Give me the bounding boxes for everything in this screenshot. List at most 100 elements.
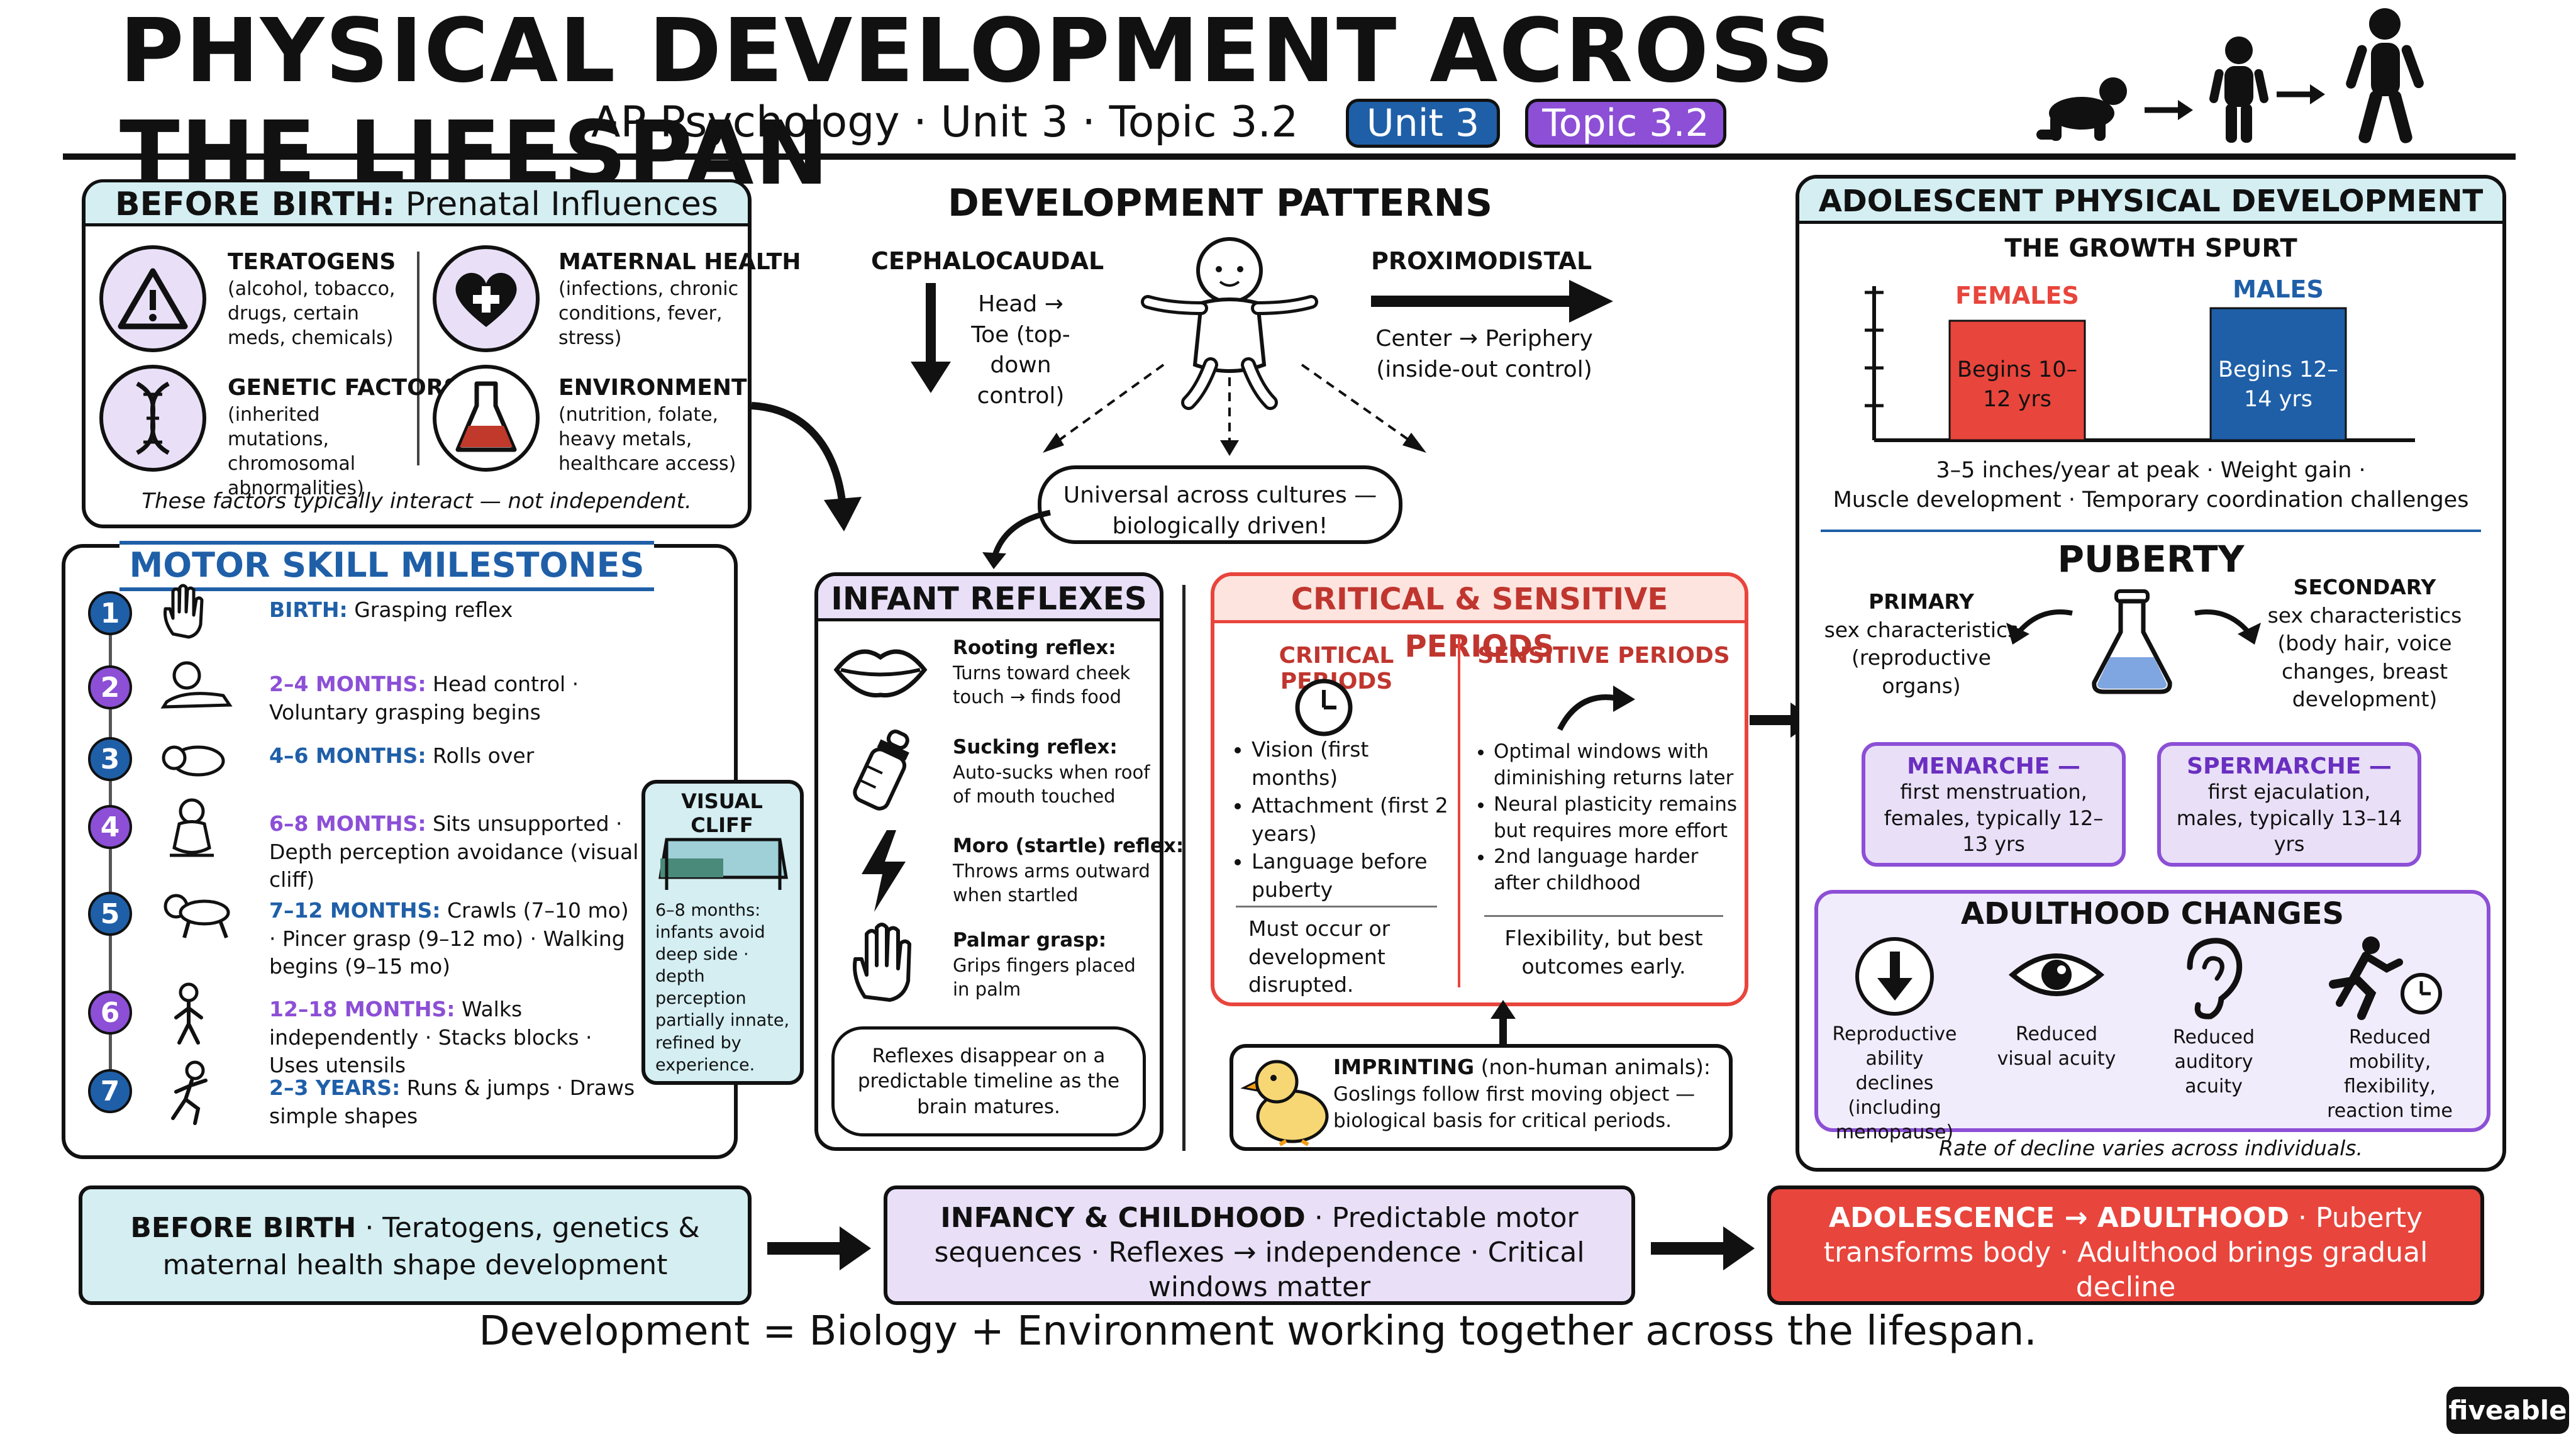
cephalocaudal-desc: Head → Toe (top-down control) bbox=[971, 291, 1070, 409]
rooting-name: Rooting reflex: bbox=[953, 636, 1116, 659]
males-bar-label: Begins 12–14 yrs bbox=[2218, 357, 2339, 413]
clock-icon bbox=[1295, 679, 1353, 736]
males-label: MALES bbox=[2233, 275, 2324, 303]
motor-section bbox=[62, 544, 738, 1159]
critical-list: Vision (first months) Attachment (first … bbox=[1226, 736, 1453, 904]
secondary-bold: SECONDARY bbox=[2293, 575, 2436, 599]
ear-icon bbox=[2187, 938, 2243, 1019]
brand-logo: fiveable bbox=[2446, 1387, 2569, 1434]
runner-clock-icon bbox=[2329, 936, 2442, 1020]
critical-item: Vision (first months) bbox=[1252, 736, 1453, 792]
sensitive-sep bbox=[1484, 915, 1723, 917]
dna-icon bbox=[136, 381, 170, 455]
critical-item: Attachment (first 2 years) bbox=[1252, 792, 1453, 848]
adult-note: Rate of decline varies across individual… bbox=[1939, 1136, 2363, 1160]
puberty-flask-icon bbox=[2092, 589, 2172, 694]
milestone-desc: Sits unsupported · Depth perception avoi… bbox=[269, 811, 639, 892]
menarche-desc: first menstruation, females, typically 1… bbox=[1884, 780, 2104, 857]
milestone-text: 4–6 MONTHS: Rolls over bbox=[269, 742, 640, 770]
teratogens-desc: (alcohol, tobacco, drugs, certain meds, … bbox=[228, 278, 396, 349]
right-arrow-icon bbox=[1371, 280, 1613, 323]
males-bar bbox=[2209, 307, 2347, 441]
milestone-age: 2–3 YEARS: bbox=[269, 1075, 401, 1100]
duckling-icon bbox=[1240, 1060, 1329, 1146]
reflexes-note: Reflexes disappear on a predictable time… bbox=[831, 1026, 1146, 1136]
adulthood-title: ADULTHOOD CHANGES bbox=[1960, 896, 2345, 931]
header-divider bbox=[63, 153, 2516, 160]
toddler-icon bbox=[2209, 36, 2268, 143]
females-bar bbox=[1948, 319, 2086, 441]
teratogens-icon-circle bbox=[99, 245, 206, 352]
milestone-number: 3 bbox=[88, 737, 132, 781]
primary-chars: PRIMARY sex characteristics (reproductiv… bbox=[1824, 588, 2019, 700]
imprinting-title: IMPRINTING (non-human animals): bbox=[1333, 1053, 1729, 1082]
down-arrow-icon bbox=[911, 283, 951, 393]
milestone-age: 7–12 MONTHS: bbox=[269, 898, 441, 923]
sensitive-note: Flexibility, but best outcomes early. bbox=[1504, 926, 1703, 979]
milestone-number: 5 bbox=[88, 892, 132, 936]
topic-badge: Topic 3.2 bbox=[1525, 99, 1726, 148]
unit-badge: Unit 3 bbox=[1346, 99, 1500, 148]
milestone-desc: Runs & jumps · Draws simple shapes bbox=[269, 1075, 635, 1128]
visual-cliff-title: VISUAL CLIFF bbox=[681, 789, 763, 837]
curved-arrow-icon bbox=[751, 402, 862, 531]
environment-icon-circle bbox=[433, 365, 540, 472]
milestone-age: 6–8 MONTHS: bbox=[269, 811, 426, 836]
adolescent-sep bbox=[1821, 530, 2481, 532]
bubble-arrow-icon bbox=[982, 509, 1051, 569]
crawling-baby-icon bbox=[2036, 77, 2127, 141]
adult-reproductive: Reproductive ability declines (including… bbox=[1832, 1023, 1957, 1143]
teratogens-title: TERATOGENS bbox=[228, 249, 396, 275]
bottle-icon bbox=[853, 730, 909, 811]
reproductive-icon-circle bbox=[1855, 937, 1934, 1016]
lips-icon bbox=[833, 649, 928, 697]
moro-name: Moro (startle) reflex: bbox=[953, 835, 1184, 857]
critical-section bbox=[1211, 572, 1748, 1006]
visual-cliff-text: 6–8 months: infants avoid deep side · de… bbox=[655, 901, 790, 1075]
milestone-age: 2–4 MONTHS: bbox=[269, 672, 426, 696]
growth-note-1: 3–5 inches/year at peak · Weight gain · bbox=[1936, 458, 2366, 483]
rooting-desc: Turns toward cheek touch → finds food bbox=[953, 662, 1131, 708]
prenatal-section bbox=[82, 179, 752, 528]
females-bar-label: Begins 10–12 yrs bbox=[1957, 357, 2078, 413]
summary-before-birth: BEFORE BIRTH · Teratogens, genetics & ma… bbox=[79, 1185, 752, 1305]
prenatal-note: These factors typically interact — not i… bbox=[142, 489, 692, 514]
lightning-icon bbox=[862, 830, 906, 912]
milestone-text: 7–12 MONTHS: Crawls (7–10 mo) · Pincer g… bbox=[269, 897, 640, 981]
milestone-age: BIRTH: bbox=[269, 597, 348, 622]
milestone-age: 4–6 MONTHS: bbox=[269, 743, 426, 768]
milestone-number: 7 bbox=[88, 1069, 132, 1113]
imprinting-desc: Goslings follow first moving object — bi… bbox=[1333, 1083, 1696, 1132]
summary-infancy-bold: INFANCY & CHILDHOOD bbox=[940, 1202, 1306, 1234]
milestone-text: 2–4 MONTHS: Head control · Voluntary gra… bbox=[269, 670, 640, 726]
environment-title: ENVIRONMENT bbox=[558, 375, 747, 401]
prenatal-title-rest: Prenatal Influences bbox=[405, 186, 718, 223]
puberty-title: PUBERTY bbox=[2057, 538, 2245, 580]
maternal-health-title: MATERNAL HEALTH bbox=[558, 249, 801, 275]
patterns-bubble: Universal across cultures — biologically… bbox=[1038, 465, 1402, 544]
milestone-icon bbox=[171, 1060, 208, 1125]
milestone-text: 12–18 MONTHS: Walks independently · Stac… bbox=[269, 996, 640, 1080]
hand-icon bbox=[853, 923, 911, 1002]
adolescent-header: ADOLESCENT PHYSICAL DEVELOPMENT bbox=[1799, 179, 2502, 224]
milestone-age: 12–18 MONTHS: bbox=[269, 997, 455, 1021]
summary-adolescence: ADOLESCENCE → ADULTHOOD · Puberty transf… bbox=[1767, 1185, 2484, 1305]
reflexes-header: INFANT REFLEXES bbox=[818, 576, 1160, 621]
summary-adolescence-rest: · Puberty transforms body · Adulthood br… bbox=[1823, 1202, 2428, 1303]
secondary-chars: SECONDARY sex characteristics (body hair… bbox=[2267, 574, 2462, 714]
summary-infancy-rest: · Predictable motor sequences · Reflexes… bbox=[934, 1202, 1585, 1303]
adult-visual: Reduced visual acuity bbox=[1997, 1023, 2116, 1070]
milestone-icon bbox=[164, 894, 230, 939]
cephalocaudal-title: CEPHALOCAUDAL bbox=[871, 247, 1104, 275]
summary-before-birth-rest: · Teratogens, genetics & maternal health… bbox=[162, 1212, 700, 1282]
right-curve-arrow-icon bbox=[2194, 609, 2261, 645]
milestone-number: 2 bbox=[88, 665, 132, 709]
summary-infancy: INFANCY & CHILDHOOD · Predictable motor … bbox=[884, 1185, 1635, 1305]
milestone-number: 6 bbox=[88, 991, 132, 1035]
milestone-text: 6–8 MONTHS: Sits unsupported · Depth per… bbox=[269, 810, 640, 894]
proximodistal-desc: Center → Periphery (inside-out control) bbox=[1375, 326, 1593, 382]
maternal-health-icon-circle bbox=[433, 245, 540, 352]
critical-note: Must occur or development disrupted. bbox=[1248, 916, 1391, 997]
prenatal-title-bold: BEFORE BIRTH: bbox=[115, 186, 396, 223]
adult-mobility: Reduced mobility, flexibility, reaction … bbox=[2327, 1026, 2453, 1122]
